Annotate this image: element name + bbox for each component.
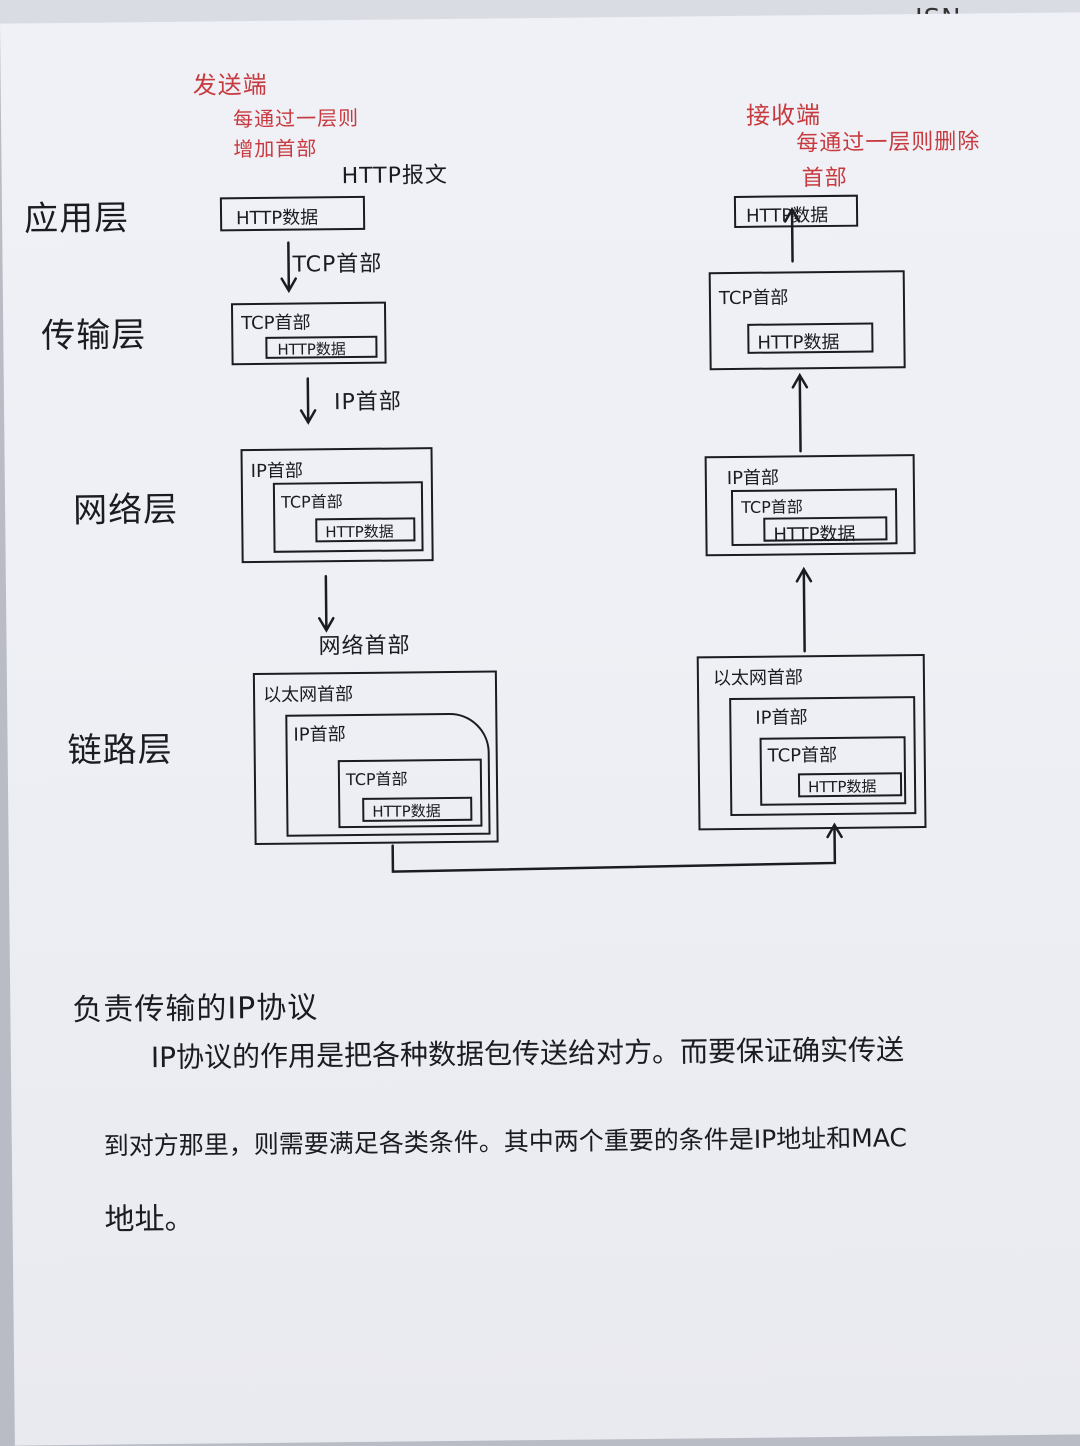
arrow-transport-to-network xyxy=(299,377,317,425)
arrow-link-to-network xyxy=(795,566,813,653)
notes-line-3: 地址。 xyxy=(104,1201,195,1238)
arrow-network-to-link xyxy=(318,575,335,633)
notes-line-1: IP协议的作用是把各种数据包传送给对方。而要保证确实传送 xyxy=(150,1033,905,1075)
arrow-network-to-transport xyxy=(791,372,809,453)
arrow-app-to-transport xyxy=(280,241,297,294)
arrow-transport-to-app xyxy=(783,206,801,263)
notes-line-2: 到对方那里，则需要满足各类条件。其中两个重要的条件是IP地址和MAC xyxy=(103,1123,908,1161)
notes-heading: 负责传输的IP协议 xyxy=(72,990,319,1028)
handwritten-page: 发送端 每通过一层则 增加首部 HTTP报文 接收端 每通过一层则删除 首部 应… xyxy=(0,12,1080,1446)
flow-arrows xyxy=(280,206,843,873)
arrow-physical-link xyxy=(391,822,843,873)
